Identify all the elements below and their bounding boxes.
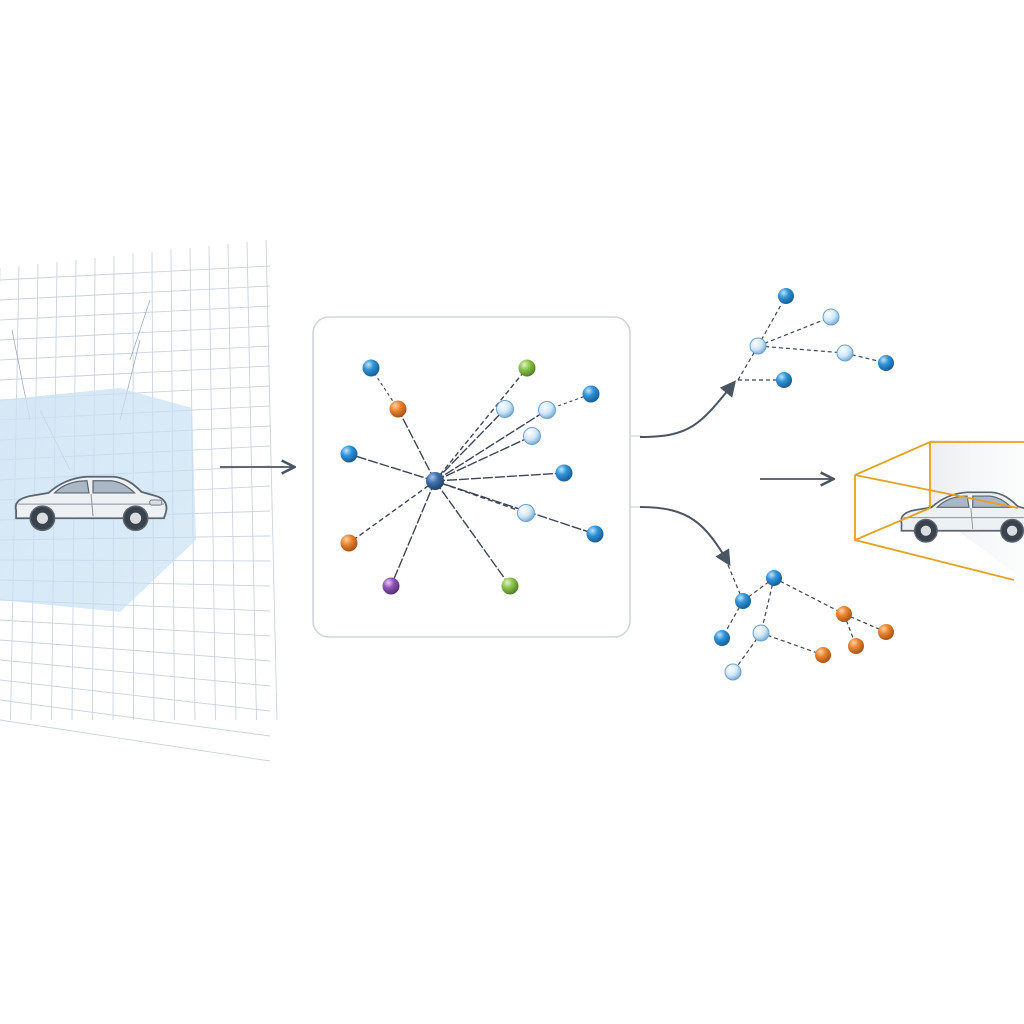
grid-line bbox=[0, 285, 271, 301]
branch-node bbox=[815, 647, 831, 663]
graph-edge bbox=[434, 408, 506, 482]
graph-node bbox=[362, 359, 380, 377]
graph-edge bbox=[434, 435, 533, 482]
output-car-icon bbox=[900, 491, 1024, 544]
graph-edge bbox=[434, 480, 511, 587]
bottom-branch-edges bbox=[721, 564, 887, 673]
bottom-branch-cluster bbox=[714, 564, 894, 681]
branch-node bbox=[778, 288, 794, 304]
graph-node bbox=[586, 525, 604, 543]
graph-panel bbox=[312, 316, 631, 638]
graph-node bbox=[582, 385, 600, 403]
scan-trace bbox=[129, 299, 151, 361]
graph-node bbox=[389, 400, 407, 418]
bounding-box bbox=[854, 441, 1024, 581]
grid-line bbox=[0, 305, 271, 321]
graph-edges bbox=[348, 367, 596, 587]
grid-line bbox=[208, 245, 216, 721]
branch-edge bbox=[760, 577, 775, 634]
top-branch-cluster bbox=[737, 288, 894, 388]
graph-node bbox=[340, 445, 358, 463]
graph-node bbox=[555, 464, 573, 482]
branch-node bbox=[735, 593, 751, 609]
branch-edge bbox=[757, 316, 832, 347]
graph-edge bbox=[397, 408, 436, 482]
branch-node bbox=[878, 624, 894, 640]
branch-edge bbox=[757, 345, 846, 354]
graph-edge bbox=[434, 472, 565, 482]
branch-node bbox=[836, 344, 854, 362]
graph-edge bbox=[434, 367, 528, 482]
branch-edge bbox=[773, 577, 845, 615]
grid-line bbox=[0, 345, 271, 361]
grid-line bbox=[0, 365, 271, 381]
branch-node bbox=[752, 624, 770, 642]
branch-edge bbox=[757, 295, 787, 347]
arrow-graph-to-bottom-branch bbox=[639, 506, 731, 567]
branch-node bbox=[822, 308, 840, 326]
branch-edge bbox=[760, 632, 824, 656]
graph-node bbox=[340, 534, 358, 552]
graph-node bbox=[523, 427, 541, 445]
grid-line bbox=[0, 679, 271, 712]
grid-line bbox=[0, 659, 271, 687]
grid-line bbox=[0, 699, 271, 737]
top-branch-nodes bbox=[749, 288, 894, 388]
graph-node bbox=[517, 504, 535, 522]
branch-node bbox=[836, 606, 852, 622]
branch-node bbox=[766, 570, 782, 586]
graph-edge bbox=[434, 409, 548, 482]
graph-node bbox=[518, 359, 536, 377]
branch-node bbox=[848, 638, 864, 654]
grid-line bbox=[227, 243, 237, 721]
branch-node bbox=[724, 663, 742, 681]
branch-node bbox=[776, 372, 792, 388]
branch-node bbox=[714, 630, 730, 646]
grid-line bbox=[0, 325, 271, 341]
graph-node bbox=[538, 401, 556, 419]
graph-panel-frame bbox=[312, 316, 631, 638]
bottom-branch-nodes bbox=[714, 570, 894, 681]
branch-node bbox=[749, 337, 767, 355]
grid-line bbox=[0, 619, 271, 637]
graph-edge bbox=[434, 480, 596, 535]
graph-nodes bbox=[340, 359, 604, 595]
arrow-graph-to-top-branch bbox=[639, 380, 737, 438]
branch-node bbox=[878, 355, 894, 371]
grid-line bbox=[0, 639, 271, 662]
graph-edge bbox=[390, 480, 436, 587]
input-scene bbox=[0, 239, 278, 762]
output-scene bbox=[854, 440, 1024, 581]
graph-node bbox=[496, 400, 514, 418]
graph-node bbox=[501, 577, 519, 595]
graph-node bbox=[382, 577, 400, 595]
grid-line bbox=[0, 719, 271, 762]
graph-edge bbox=[348, 453, 436, 482]
grid-line bbox=[265, 239, 278, 721]
grid-line bbox=[246, 241, 257, 721]
grid-line bbox=[0, 265, 271, 281]
graph-hub-node bbox=[426, 472, 444, 490]
graph-edge bbox=[348, 480, 436, 544]
